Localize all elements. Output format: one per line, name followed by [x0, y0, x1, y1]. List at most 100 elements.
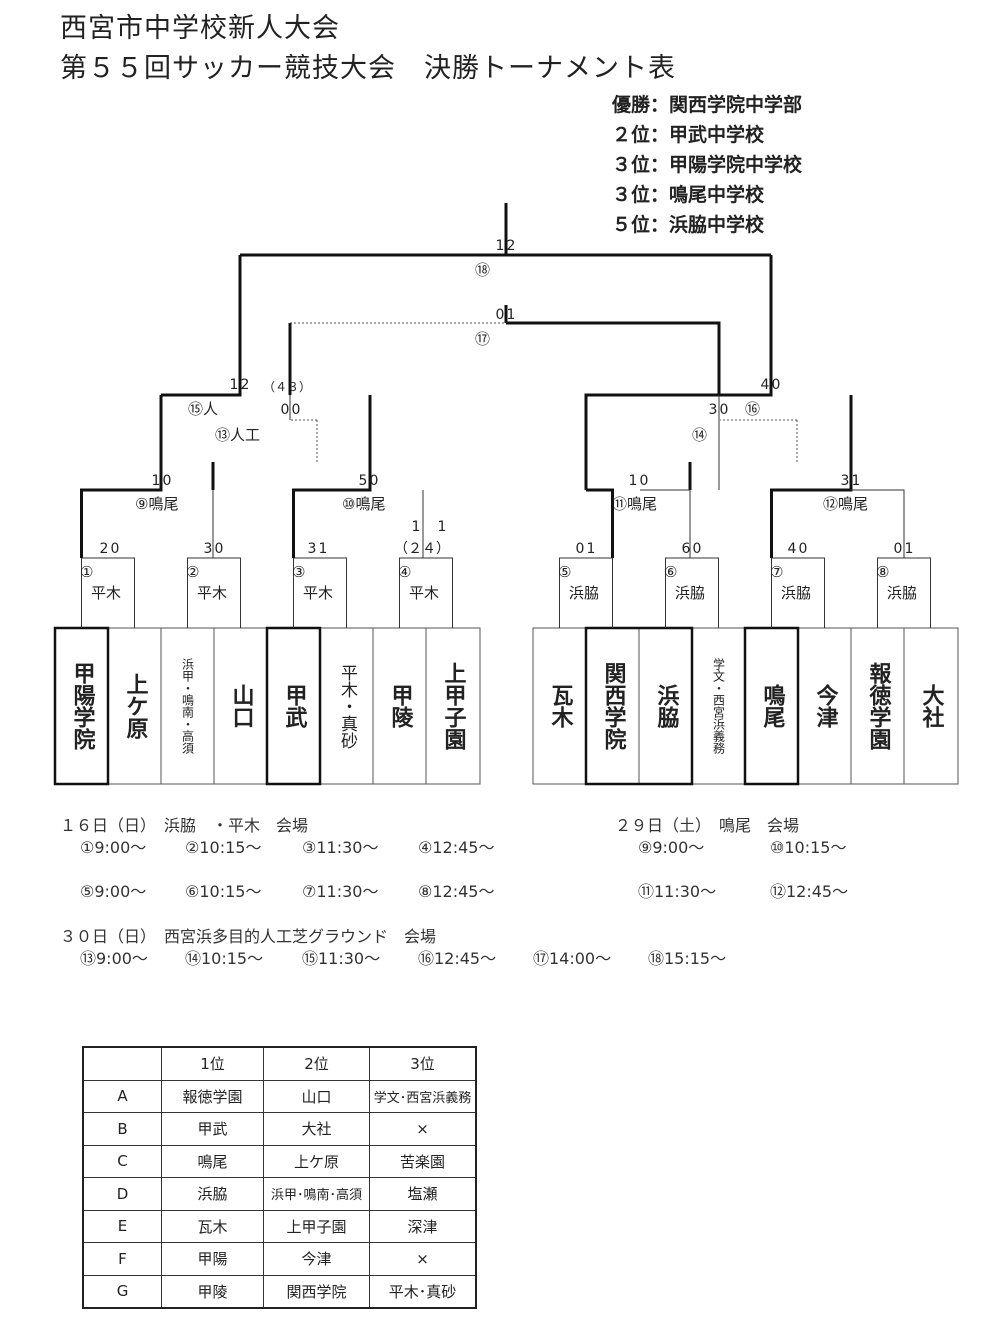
- team-gakubun: 学文・西宮浜義務: [711, 658, 726, 754]
- schedule-item: ⑪11:30～: [638, 882, 717, 901]
- team-hamako: 浜甲・鳴南・高須: [180, 658, 195, 754]
- table-row: B 甲武 大社 ×: [82, 1112, 477, 1146]
- schedule-day30-title: ３０日（日） 西宮浜多目的人工芝グラウンド 会場: [60, 927, 437, 946]
- table-header-cell: 1位: [161, 1046, 264, 1081]
- team-kobu: 甲武: [281, 684, 307, 728]
- team-koyo: 甲陽学院: [69, 662, 95, 750]
- score: 0: [163, 473, 172, 489]
- table-cell: 深津: [369, 1209, 477, 1243]
- match-label: ⑱: [475, 261, 490, 279]
- third-place-winner: [288, 305, 721, 395]
- score: 0: [720, 402, 729, 418]
- table-cell: 甲武: [161, 1112, 264, 1146]
- team-uegahara: 上ケ原: [122, 673, 148, 739]
- score: 6: [682, 541, 691, 557]
- score: 1: [152, 473, 161, 489]
- team-taisha: 大社: [918, 684, 944, 728]
- table-cell: 学文･西宮浜義務: [369, 1079, 477, 1113]
- score: 0: [215, 541, 224, 557]
- result-fifth: ５位：浜脇中学校: [612, 214, 765, 236]
- table-row: F 甲陽 今津 ×: [82, 1242, 477, 1276]
- match-label: ⑨鳴尾: [135, 495, 178, 513]
- table-row: A 報徳学園 山口 学文･西宮浜義務: [82, 1079, 477, 1113]
- table-header-row: 1位 2位 3位: [82, 1046, 477, 1081]
- team-naruo: 鳴尾: [759, 684, 785, 728]
- table-cell: 甲陵: [161, 1274, 264, 1309]
- match-label: ⑰: [475, 330, 490, 348]
- score: 1: [412, 519, 421, 535]
- match-venue: 浜脇: [675, 584, 705, 602]
- schedule-item: ⑱15:15～: [648, 949, 727, 968]
- schedule-item: ⑰14:00～: [533, 949, 612, 968]
- match-label: ⑩鳴尾: [342, 495, 385, 513]
- match-label: ⑤: [558, 563, 571, 581]
- score: 0: [292, 402, 301, 418]
- score: 1: [319, 541, 328, 557]
- table-cell: 浜甲･鳴南･高須: [263, 1177, 370, 1211]
- score: 5: [359, 473, 368, 489]
- group-standings-table: 1位 2位 3位 A 報徳学園 山口 学文･西宮浜義務 B 甲武 大社 × C …: [82, 1046, 477, 1309]
- round1-scores: 2 0 3 0 3 1 1 1 （２４） 0 1 6 0 4 0 0 1 1 0…: [100, 238, 914, 557]
- schedule-item: ②10:15～: [185, 838, 262, 857]
- score: 4: [761, 377, 770, 393]
- table-cell: 関西学院: [263, 1274, 370, 1309]
- schedule-item: ⑨9:00～: [638, 838, 705, 857]
- team-hiraki: 平木・真砂: [337, 663, 357, 749]
- match-venue: 浜脇: [887, 584, 917, 602]
- schedule-item: ④12:45～: [418, 838, 495, 857]
- team-koryo: 甲陵: [387, 684, 413, 728]
- schedule-item: ⑧12:45～: [418, 882, 495, 901]
- table-row: C 鳴尾 上ケ原 苦楽園: [82, 1144, 477, 1178]
- score: 0: [772, 377, 781, 393]
- table-cell: 塩瀬: [369, 1177, 477, 1211]
- score: 2: [100, 541, 109, 557]
- table-cell: 上ケ原: [263, 1144, 370, 1178]
- score: 1: [230, 377, 239, 393]
- score: 1: [587, 541, 596, 557]
- table-header-cell: 2位: [263, 1046, 370, 1081]
- result-second: ２位：甲武中学校: [612, 124, 765, 146]
- score: 3: [709, 402, 718, 418]
- schedule-item: ⑬9:00～: [80, 949, 148, 968]
- score: 3: [308, 541, 317, 557]
- table-row: D 浜脇 浜甲･鳴南･高須 塩瀬: [82, 1177, 477, 1211]
- score: 2: [507, 238, 516, 254]
- match-venue: 平木: [409, 584, 439, 602]
- match-venue: 平木: [91, 584, 121, 602]
- schedule-item: ⑥10:15～: [185, 882, 262, 901]
- team-hotoku: 報徳学園: [865, 662, 891, 750]
- score: 1: [852, 473, 861, 489]
- team-yamaguchi: 山口: [228, 684, 254, 728]
- team-hamawaki: 浜脇: [653, 684, 679, 728]
- table-cell: E: [82, 1209, 162, 1243]
- match-venue: 浜脇: [569, 584, 599, 602]
- table-cell: D: [82, 1177, 162, 1211]
- schedule-item: ⑮11:30～: [302, 949, 381, 968]
- score: 0: [370, 473, 379, 489]
- result-third-b: ３位：鳴尾中学校: [612, 184, 765, 206]
- schedule-item: ⑯12:45～: [418, 949, 497, 968]
- score: 0: [496, 307, 505, 323]
- team-kawaragi: 瓦木: [547, 684, 573, 728]
- schedule-item: ⑩10:15～: [770, 838, 847, 857]
- result-third-a: ３位：甲陽学院中学校: [612, 154, 803, 176]
- match-label: ⑥: [664, 563, 677, 581]
- table-cell: F: [82, 1242, 162, 1276]
- table-cell: 甲陽: [161, 1242, 264, 1276]
- match-label: ⑪鳴尾: [612, 495, 657, 513]
- table-cell: 山口: [263, 1079, 370, 1113]
- table-cell: G: [82, 1274, 162, 1309]
- table-cell: 瓦木: [161, 1209, 264, 1243]
- match-label: ①: [80, 563, 93, 581]
- score: 0: [799, 541, 808, 557]
- table-cell: ×: [369, 1242, 477, 1276]
- winner-paths: [80, 203, 853, 558]
- match-label: ⑧: [876, 563, 889, 581]
- score: 2: [241, 377, 250, 393]
- table-cell: 上甲子園: [263, 1209, 370, 1243]
- score: 1: [438, 519, 447, 535]
- table-cell: 報徳学園: [161, 1079, 264, 1113]
- score: 0: [693, 541, 702, 557]
- team-kamikoshien: 上甲子園: [440, 662, 466, 750]
